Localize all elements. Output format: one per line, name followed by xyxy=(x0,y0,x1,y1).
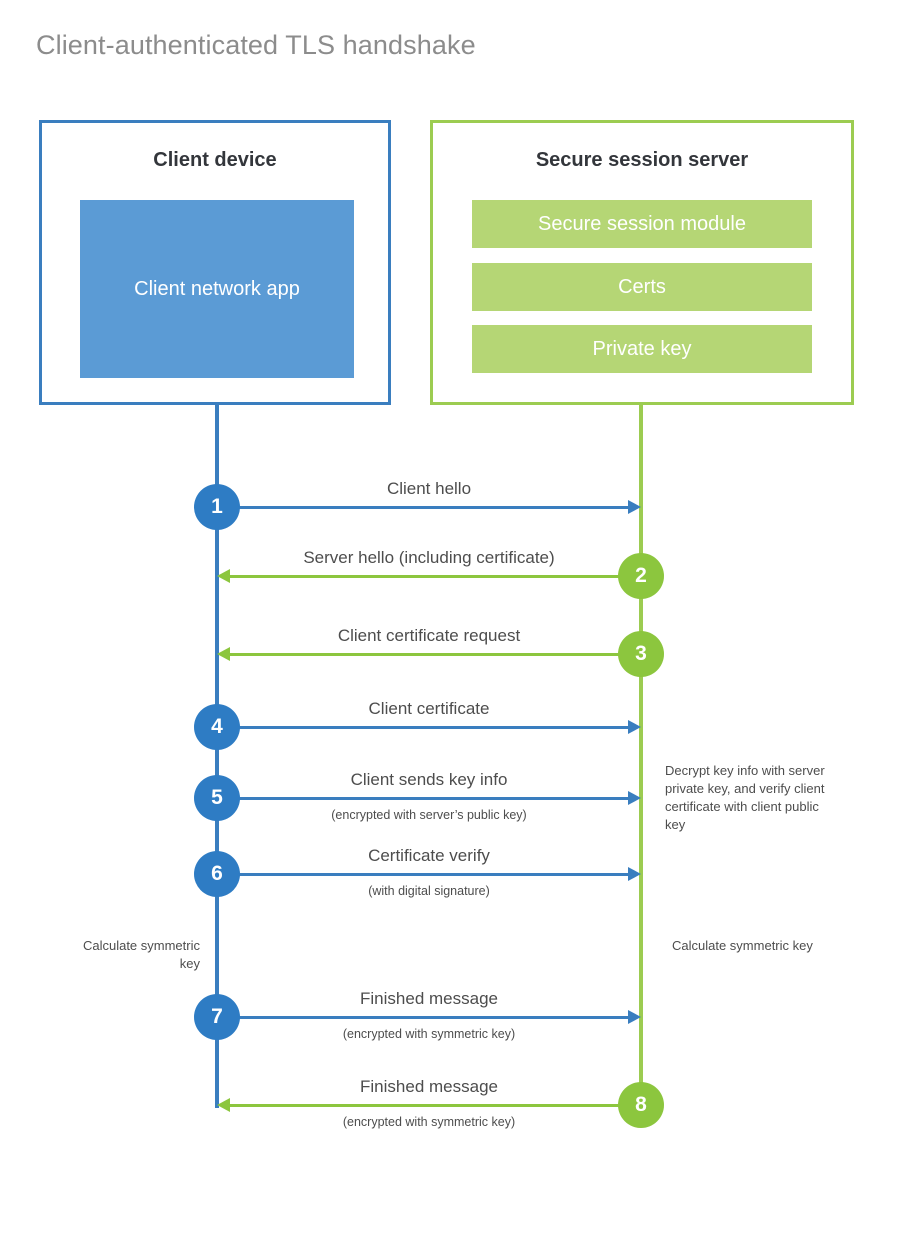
server-decrypt-note: Decrypt key info with server private key… xyxy=(665,763,825,832)
client-device-title: Client device xyxy=(153,149,277,171)
message-line xyxy=(228,1104,641,1107)
message-label: Finished message xyxy=(360,989,498,1008)
message-line xyxy=(217,726,630,729)
message-label: Finished message xyxy=(360,1077,498,1096)
page-title: Client-authenticated TLS handshake xyxy=(36,30,476,60)
server-component-certs: Certs xyxy=(472,263,812,311)
step-circle-3[interactable]: 3 xyxy=(618,631,664,677)
message-line xyxy=(217,506,630,509)
server-component-secure-session-module: Secure session module xyxy=(472,200,812,248)
message-arrowhead-left xyxy=(217,647,230,661)
message-label: Client sends key info xyxy=(350,770,508,789)
client-calculate-symmetric-key-note: Calculate symmetric key xyxy=(82,938,200,971)
client-network-app-box: Client network app xyxy=(80,200,354,378)
message-line xyxy=(228,653,641,656)
message-sublabel: (encrypted with symmetric key) xyxy=(342,1115,516,1129)
step-circle-4[interactable]: 4 xyxy=(194,704,240,750)
message-label: Client certificate request xyxy=(337,626,521,645)
message-label: Client hello xyxy=(386,479,472,498)
message-sublabel: (encrypted with symmetric key) xyxy=(342,1027,516,1041)
message-arrowhead-right xyxy=(628,500,641,514)
message-line xyxy=(217,797,630,800)
server-calculate-symmetric-key-note: Calculate symmetric key xyxy=(672,938,813,953)
message-label: Client certificate xyxy=(368,699,490,718)
message-arrowhead-right xyxy=(628,867,641,881)
message-sublabel: (encrypted with server’s public key) xyxy=(331,808,527,822)
message-arrowhead-right xyxy=(628,720,641,734)
message-line xyxy=(217,1016,630,1019)
secure-session-server-title: Secure session server xyxy=(535,149,749,171)
client-device-box: Client device Client network app xyxy=(39,120,391,405)
step-circle-7[interactable]: 7 xyxy=(194,994,240,1040)
message-label: Certificate verify xyxy=(368,846,490,865)
server-component-private-key: Private key xyxy=(472,325,812,373)
message-line xyxy=(228,575,641,578)
step-circle-8[interactable]: 8 xyxy=(618,1082,664,1128)
server-lifeline xyxy=(639,405,643,1108)
message-arrowhead-right xyxy=(628,1010,641,1024)
message-arrowhead-right xyxy=(628,791,641,805)
message-sublabel: (with digital signature) xyxy=(368,884,490,898)
step-circle-6[interactable]: 6 xyxy=(194,851,240,897)
client-lifeline xyxy=(215,405,219,1108)
message-arrowhead-left xyxy=(217,1098,230,1112)
message-label: Server hello (including certificate) xyxy=(303,548,555,567)
message-arrowhead-left xyxy=(217,569,230,583)
message-line xyxy=(217,873,630,876)
step-circle-5[interactable]: 5 xyxy=(194,775,240,821)
step-circle-1[interactable]: 1 xyxy=(194,484,240,530)
secure-session-server-box: Secure session server Secure session mod… xyxy=(430,120,854,405)
step-circle-2[interactable]: 2 xyxy=(618,553,664,599)
